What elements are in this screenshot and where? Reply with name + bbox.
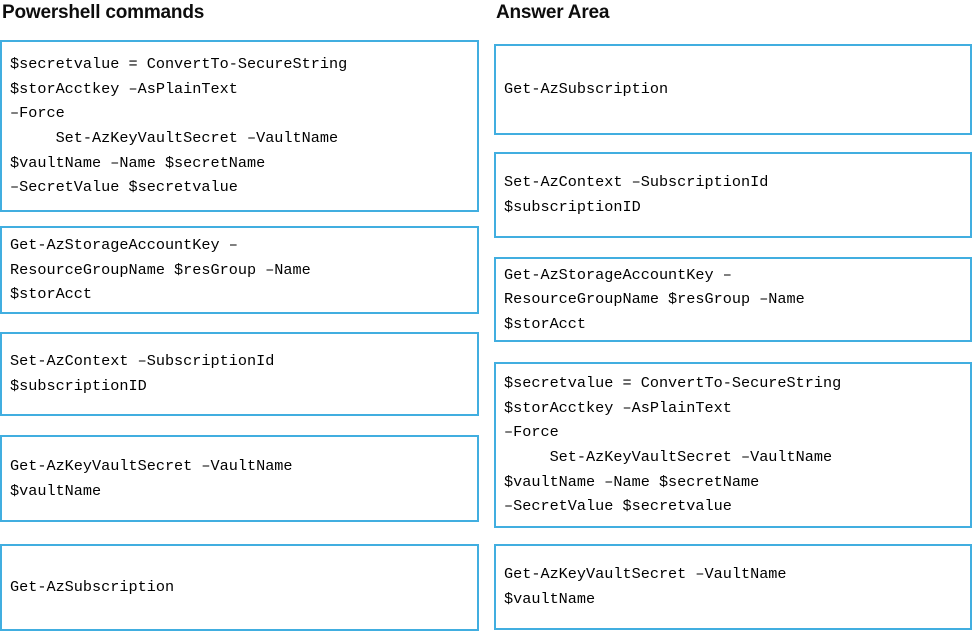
answer-card-text: Set-AzContext –SubscriptionId $subscript…: [504, 173, 769, 216]
answer-card-set-azcontext[interactable]: Set-AzContext –SubscriptionId $subscript…: [494, 152, 972, 238]
answer-card-convertto-securestring[interactable]: $secretvalue = ConvertTo-SecureString $s…: [494, 362, 972, 528]
powershell-commands-panel: Powershell commands $secretvalue = Conve…: [0, 0, 482, 631]
command-card-text: Get-AzKeyVaultSecret –VaultName $vaultNa…: [10, 456, 293, 500]
answer-card-get-azstorageaccountkey[interactable]: Get-AzStorageAccountKey – ResourceGroupN…: [494, 257, 972, 342]
answer-card-get-azkeyvaultsecret[interactable]: Get-AzKeyVaultSecret –VaultName $vaultNa…: [494, 544, 972, 630]
command-card-get-azsubscription[interactable]: Get-AzSubscription: [0, 544, 479, 631]
answer-card-text: $secretvalue = ConvertTo-SecureString $s…: [504, 374, 842, 516]
command-card-set-azcontext[interactable]: Set-AzContext –SubscriptionId $subscript…: [0, 332, 479, 416]
command-card-get-azstorageaccountkey[interactable]: Get-AzStorageAccountKey – ResourceGroupN…: [0, 226, 479, 314]
powershell-commands-heading: Powershell commands: [2, 2, 205, 23]
command-card-convertto-securestring[interactable]: $secretvalue = ConvertTo-SecureString $s…: [0, 40, 479, 212]
answer-area-panel: Answer Area Get-AzSubscription Set-AzCon…: [494, 0, 974, 630]
command-card-get-azkeyvaultsecret[interactable]: Get-AzKeyVaultSecret –VaultName $vaultNa…: [0, 435, 479, 522]
command-card-text: $secretvalue = ConvertTo-SecureString $s…: [10, 55, 348, 197]
answer-card-get-azsubscription[interactable]: Get-AzSubscription: [494, 44, 972, 135]
command-card-text: Set-AzContext –SubscriptionId $subscript…: [10, 352, 275, 395]
answer-card-text: Get-AzSubscription: [504, 80, 669, 99]
answer-area-list: Get-AzSubscription Set-AzContext –Subscr…: [494, 44, 972, 630]
answer-card-text: Get-AzKeyVaultSecret –VaultName $vaultNa…: [504, 565, 787, 608]
powershell-commands-list: $secretvalue = ConvertTo-SecureString $s…: [0, 40, 479, 631]
command-card-text: Get-AzSubscription: [10, 578, 175, 597]
answer-area-heading: Answer Area: [496, 2, 610, 23]
answer-card-text: Get-AzStorageAccountKey – ResourceGroupN…: [504, 265, 805, 333]
command-card-text: Get-AzStorageAccountKey – ResourceGroupN…: [10, 236, 311, 304]
